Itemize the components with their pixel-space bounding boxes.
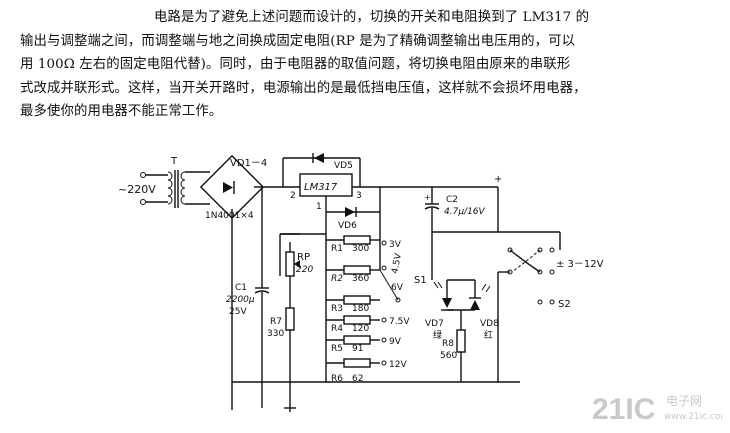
vd8-name: VD8 xyxy=(480,319,499,329)
r6-tap: 12V xyxy=(389,360,407,370)
vd7-color: 绿 xyxy=(433,329,442,341)
r3-tap: 6V xyxy=(391,283,404,293)
r4-tap: 7.5V xyxy=(389,317,410,327)
resistor-r3: R3 180 6V xyxy=(326,283,404,314)
c1-voltage: 25V xyxy=(229,307,247,317)
vd7-name: VD7 xyxy=(425,319,444,329)
rp-name: RP xyxy=(297,252,310,263)
transformer: T xyxy=(167,156,210,208)
c1-name: C1 xyxy=(235,283,247,293)
c2-name: C2 xyxy=(446,195,458,205)
watermark-url: www.21ic.com xyxy=(664,412,722,422)
resistor-r1: R1 300 3V xyxy=(326,235,402,254)
led-vd8: VD8 红 xyxy=(469,283,499,341)
r4-name: R4 xyxy=(331,324,343,334)
resistor-r5: R5 91 9V xyxy=(326,335,402,354)
bridge-part-label: 1N4001×4 xyxy=(205,211,254,221)
output-plus: + xyxy=(494,174,502,185)
resistor-r2: R2 360 4.5V xyxy=(326,252,404,284)
description-paragraph: 电路是为了避免上述问题而设计的，切换的开关和电阻换到了 LM317 的 输出与调… xyxy=(20,6,720,124)
capacitor-c1: C1 2200μ 25V xyxy=(226,276,270,408)
resistor-r8: R8 560 xyxy=(440,329,466,382)
vd8-color: 红 xyxy=(484,329,493,341)
watermark-icon: 21IC 电子网 www.21ic.com xyxy=(592,393,729,426)
paragraph-line-3: 用 100Ω 左右的固定电阻代替)。同时，由于电阻器的取值问题，将切换电阻由原来… xyxy=(20,57,571,73)
bridge-rectifier: VD1－4 1N4001×4 xyxy=(199,154,267,410)
pin1-label: 1 xyxy=(316,202,322,212)
r2-name: R2 xyxy=(331,274,343,284)
r8-name: R8 xyxy=(442,339,454,349)
r1-value: 300 xyxy=(352,244,369,254)
pin2-label: 2 xyxy=(290,191,296,201)
s2-label: S2 xyxy=(558,299,571,310)
r1-tap: 3V xyxy=(389,240,402,250)
resistor-r4: R4 120 7.5V xyxy=(326,315,410,334)
vd5-label: VD5 xyxy=(334,161,353,171)
output-switch-s2: + ± 3－12V S2 xyxy=(494,174,604,382)
ac-input: ~220V xyxy=(118,172,168,205)
rp-value: 220 xyxy=(296,265,313,275)
r6-value: 62 xyxy=(352,374,363,384)
r3-value: 180 xyxy=(352,304,369,314)
switch-s1: S1 xyxy=(379,240,427,301)
watermark-cn-text: 电子网 xyxy=(666,394,702,408)
output-label: ± 3－12V xyxy=(556,259,604,270)
r2-value: 360 xyxy=(352,274,369,284)
r2-tap: 4.5V xyxy=(390,252,404,275)
r6-name: R6 xyxy=(331,374,343,384)
bridge-label: VD1－4 xyxy=(230,158,267,169)
transformer-label: T xyxy=(170,156,178,167)
paragraph-line-1: 电路是为了避免上述问题而设计的，切换的开关和电阻换到了 LM317 的 xyxy=(154,10,590,25)
r7-name: R7 xyxy=(270,317,282,327)
potentiometer-rp: RP 220 xyxy=(279,233,326,308)
r3-name: R3 xyxy=(331,304,343,314)
capacitor-c2: C2 4.7μ/16V + xyxy=(424,187,486,232)
vd6-label: VD6 xyxy=(338,221,357,231)
paragraph-line-4: 式改成并联形式。这样，当开关开路时，电源输出的是最低挡电压值，这样就不会损坏用电… xyxy=(20,80,587,96)
paragraph-line-2: 输出与调整端之间，而调整端与地之间换成固定电阻(RP 是为了精确调整输出电压用的… xyxy=(20,33,576,49)
regulator-label: LM317 xyxy=(304,182,338,193)
paragraph-line-5: 最多使你的用电器不能正常工作。 xyxy=(20,104,223,120)
c2-plus: + xyxy=(424,193,431,202)
c1-value: 2200μ xyxy=(226,295,255,305)
r1-name: R1 xyxy=(331,244,343,254)
ac-input-label: ~220V xyxy=(118,183,156,196)
pin3-label: 3 xyxy=(356,191,362,201)
r4-value: 120 xyxy=(352,324,369,334)
resistor-r7: R7 330 xyxy=(267,307,295,408)
resistor-r6: R6 62 12V xyxy=(326,358,407,384)
c2-value: 4.7μ/16V xyxy=(444,207,486,217)
diode-vd5: VD5 xyxy=(282,153,361,187)
s1-label: S1 xyxy=(414,275,427,286)
regulator-lm317: LM317 2 3 1 xyxy=(290,173,498,234)
r5-name: R5 xyxy=(331,344,343,354)
r5-tap: 9V xyxy=(389,337,402,347)
watermark-logo-text: 21IC xyxy=(592,393,655,423)
r5-value: 91 xyxy=(352,344,363,354)
diode-vd6: VD6 xyxy=(326,187,381,231)
r7-value: 330 xyxy=(267,329,284,339)
r8-value: 560 xyxy=(440,351,457,361)
circuit-schematic: ~220V T VD1－4 1N4001×4 LM317 2 3 1 xyxy=(118,153,604,412)
watermark-logo: 21IC 电子网 www.21ic.com xyxy=(592,391,729,427)
